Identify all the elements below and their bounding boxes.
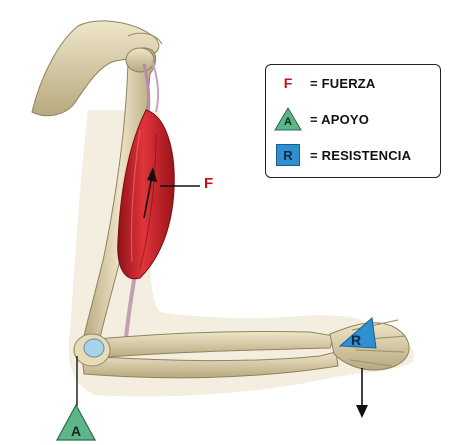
legend-resistance-symbol: R bbox=[276, 144, 300, 166]
resistance-label: R bbox=[351, 332, 361, 348]
legend-box: F = FUERZA A = APOYO R = RESISTENCIA bbox=[265, 64, 441, 178]
legend-support-triangle-icon: A bbox=[274, 107, 302, 131]
legend-support-text: = APOYO bbox=[310, 112, 369, 127]
legend-force-text: = FUERZA bbox=[310, 76, 376, 91]
legend-resistance-text: = RESISTENCIA bbox=[310, 148, 411, 163]
support-label: A bbox=[66, 423, 86, 439]
legend-support-symbol: A bbox=[274, 116, 302, 128]
resistance-arrow bbox=[356, 368, 368, 418]
force-label: F bbox=[204, 175, 213, 192]
legend-row-resistance: R = RESISTENCIA bbox=[266, 141, 442, 169]
legend-row-support: A = APOYO bbox=[266, 105, 442, 133]
legend-force-symbol: F bbox=[284, 75, 293, 91]
elbow-joint bbox=[74, 334, 110, 366]
legend-row-force: F = FUERZA bbox=[266, 69, 442, 97]
